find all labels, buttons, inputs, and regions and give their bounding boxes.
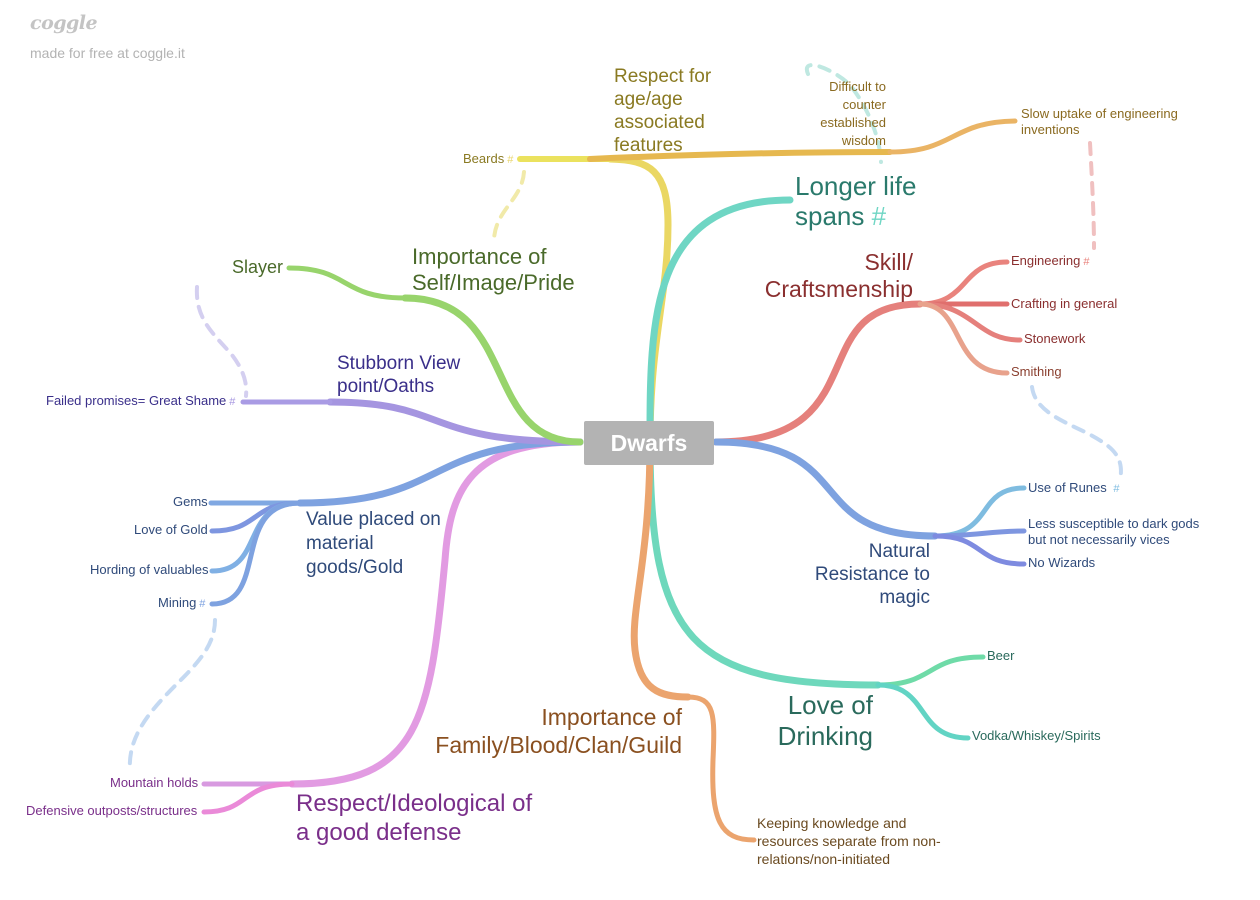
branch-line-beer xyxy=(875,654,986,688)
branch-line-stubborn xyxy=(326,398,584,446)
node-engineering[interactable]: Engineering# xyxy=(1011,253,1090,268)
branch-line-love-drinking xyxy=(646,438,882,689)
crosslink-mining-mountain xyxy=(127,618,217,772)
node-outposts[interactable]: Defensive outposts/structures xyxy=(26,803,198,818)
branch-line-mining xyxy=(209,500,303,607)
hash-icon[interactable]: # xyxy=(229,396,236,408)
node-stonework[interactable]: Stonework xyxy=(1024,331,1086,346)
hash-icon[interactable]: # xyxy=(871,201,887,231)
node-spirits[interactable]: Vodka/Whiskey/Spirits xyxy=(972,728,1101,743)
node-crafting[interactable]: Crafting in general xyxy=(1011,296,1118,311)
branch-line-knowledge xyxy=(685,694,757,843)
node-slayer[interactable]: Slayer xyxy=(232,257,284,277)
hash-icon[interactable]: # xyxy=(199,598,206,610)
branch-line-spirits xyxy=(875,682,971,741)
crosslink-beards-pride xyxy=(492,170,526,242)
crosslink-slow-engineering xyxy=(1088,141,1096,250)
hash-icon[interactable]: # xyxy=(507,154,514,166)
coggle-logo: coggle xyxy=(30,12,98,34)
node-failed-promises[interactable]: Failed promises= Great Shame# xyxy=(46,393,236,408)
branch-line-outposts xyxy=(201,781,295,815)
node-gems[interactable]: Gems xyxy=(173,494,208,509)
branch-line-natural-resistance xyxy=(712,438,939,540)
node-hording[interactable]: Hording of valuables xyxy=(90,562,209,577)
node-wizards[interactable]: No Wizards xyxy=(1028,555,1096,570)
node-runes[interactable]: Use of Runes # xyxy=(1028,480,1120,495)
branch-line-wizards xyxy=(932,533,1027,567)
branch-line-skill xyxy=(712,300,924,446)
branch-line-slayer xyxy=(286,265,408,301)
branch-line-difficult xyxy=(587,149,893,162)
node-smithing[interactable]: Smithing xyxy=(1011,364,1062,379)
node-love-gold[interactable]: Love of Gold xyxy=(134,522,208,537)
branch-line-value-gold xyxy=(296,438,584,507)
branch-skill[interactable]: Skill/Craftsmenship xyxy=(764,249,913,302)
hash-icon[interactable]: # xyxy=(1083,256,1090,268)
root-node[interactable]: Dwarfs xyxy=(584,421,714,465)
branch-line-pride xyxy=(401,294,584,446)
node-mountain-holds[interactable]: Mountain holds xyxy=(110,775,199,790)
crosslink-smithing-runes xyxy=(1030,385,1123,482)
crosslink-difficult xyxy=(804,63,883,164)
node-beards[interactable]: Beards# xyxy=(463,151,514,166)
branch-line-smithing xyxy=(917,301,1010,376)
branch-line-family xyxy=(630,438,692,701)
branch-line-longer-life xyxy=(646,196,794,446)
node-mining[interactable]: Mining# xyxy=(158,595,206,610)
branch-line-runes xyxy=(932,485,1027,539)
node-beer[interactable]: Beer xyxy=(987,648,1015,663)
crosslink-failed-slayer xyxy=(194,285,249,398)
hash-icon[interactable]: # xyxy=(1113,483,1120,495)
coggle-tagline[interactable]: made for free at coggle.it xyxy=(30,45,185,61)
branch-line-engineering xyxy=(917,259,1010,307)
branch-line-slow xyxy=(887,118,1018,155)
branch-line-defense xyxy=(288,438,584,788)
